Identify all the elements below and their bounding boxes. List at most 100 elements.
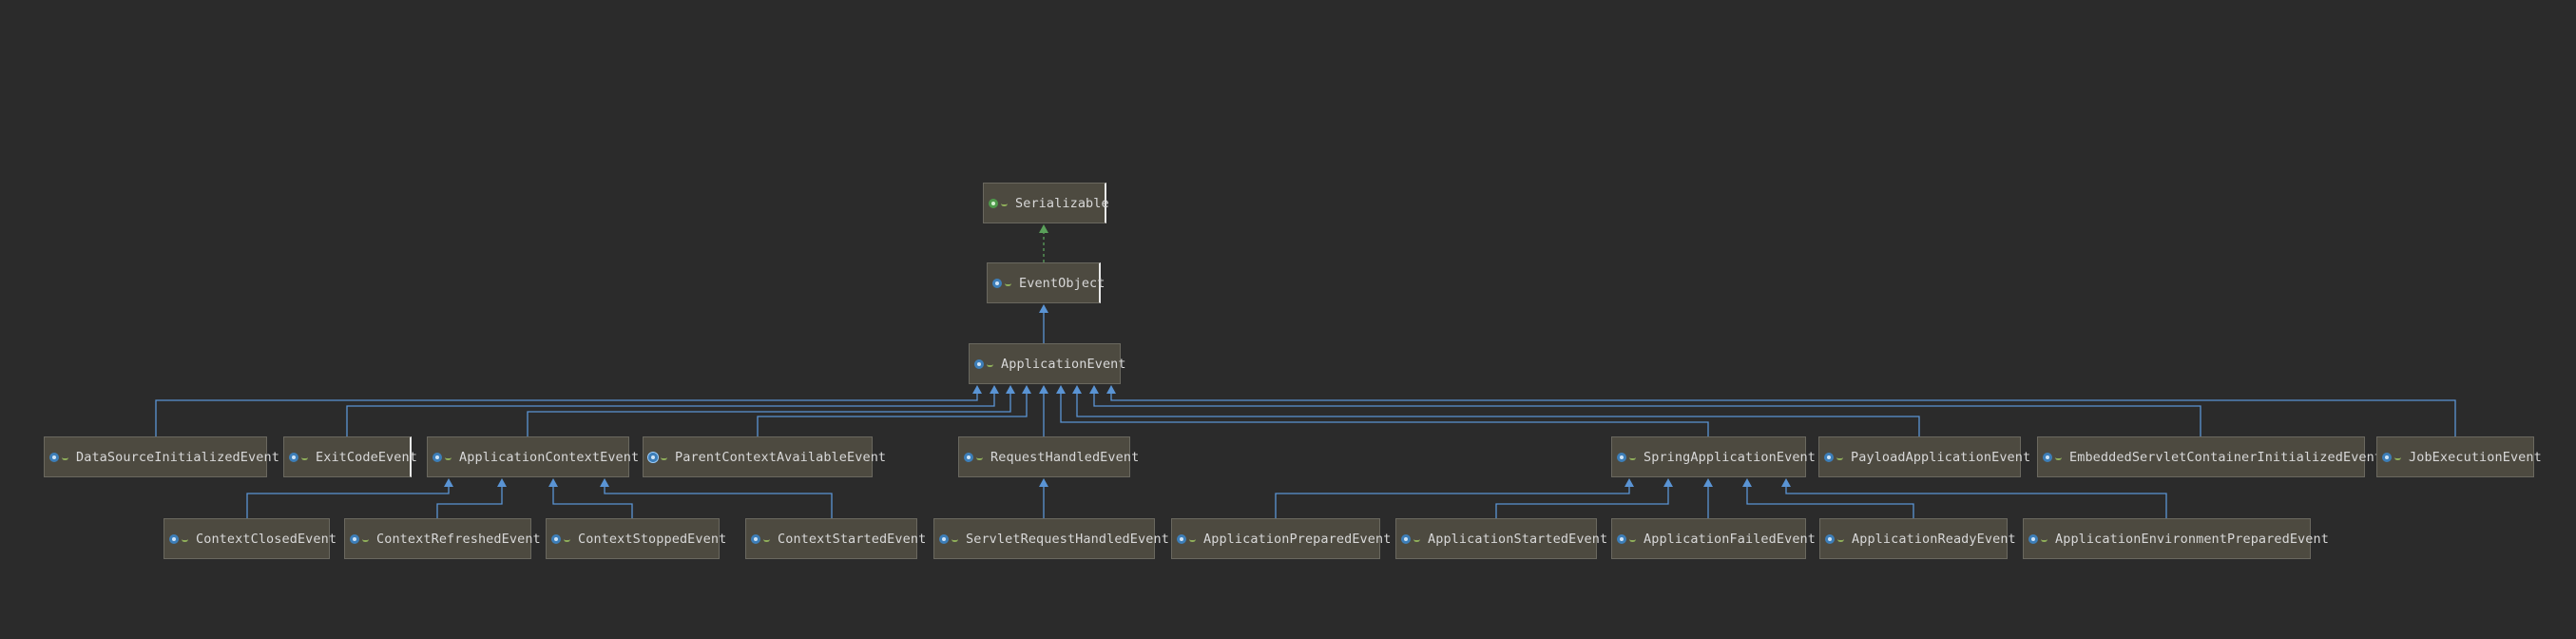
class-icon: [1617, 533, 1626, 544]
class-node-applicationevent[interactable]: ApplicationEvent: [969, 343, 1126, 384]
edge-requesthandledevent-to-applicationevent: [1039, 385, 1048, 436]
class-icon: [1401, 533, 1411, 544]
edge-exitcodeevent-to-applicationevent: [346, 385, 999, 436]
edge-eventobject-to-serializable: [1039, 224, 1048, 262]
class-name-label: ApplicationEvent: [1001, 356, 1126, 372]
public-modifier-icon: [1629, 455, 1636, 460]
class-icon: [2382, 452, 2392, 462]
public-modifier-icon: [182, 536, 188, 542]
class-node-applicationpreparedevent[interactable]: ApplicationPreparedEvent: [1171, 518, 1391, 559]
public-modifier-icon: [952, 536, 958, 542]
class-name-label: ApplicationEnvironmentPreparedEvent: [2055, 531, 2329, 547]
edge-payloadapplicationevent-to-applicationevent: [1072, 385, 1920, 436]
edge-contextstoppedevent-to-applicationcontextevent: [548, 478, 633, 518]
class-icon: [551, 533, 561, 544]
class-icon: [169, 533, 179, 544]
class-name-label: ContextClosedEvent: [196, 531, 337, 547]
public-modifier-icon: [661, 455, 667, 460]
edge-applicationevent-to-eventobject: [1039, 304, 1048, 343]
class-node-datasourceinitializedevent[interactable]: DataSourceInitializedEvent: [44, 436, 279, 477]
public-modifier-icon: [1413, 536, 1420, 542]
public-modifier-icon: [1001, 201, 1008, 206]
interface-icon: [989, 198, 998, 208]
class-name-label: RequestHandledEvent: [990, 449, 1140, 465]
class-node-contextstoppedevent[interactable]: ContextStoppedEvent: [546, 518, 726, 559]
edge-applicationreadyevent-to-springapplicationevent: [1742, 478, 1914, 518]
class-node-embeddedservletcontainerinitializedevent[interactable]: EmbeddedServletContainerInitializedEvent: [2037, 436, 2382, 477]
public-modifier-icon: [362, 536, 369, 542]
class-name-label: ParentContextAvailableEvent: [675, 449, 887, 465]
class-name-label: ServletRequestHandledEvent: [966, 531, 1169, 547]
class-name-label: ContextRefreshedEvent: [376, 531, 541, 547]
class-icon: [49, 452, 59, 462]
edge-applicationstartedevent-to-springapplicationevent: [1495, 478, 1673, 518]
public-modifier-icon: [62, 455, 68, 460]
class-node-payloadapplicationevent[interactable]: PayloadApplicationEvent: [1818, 436, 2030, 477]
class-node-requesthandledevent[interactable]: RequestHandledEvent: [958, 436, 1139, 477]
class-node-contextrefreshedevent[interactable]: ContextRefreshedEvent: [344, 518, 541, 559]
class-name-label: PayloadApplicationEvent: [1851, 449, 2031, 465]
class-node-eventobject[interactable]: EventObject: [987, 262, 1105, 303]
edge-applicationenvironmentpreparedevent-to-springapplicationevent: [1781, 478, 2167, 518]
edge-contextclosedevent-to-applicationcontextevent: [246, 478, 453, 518]
class-icon: [974, 358, 984, 369]
edge-embeddedservletcontainerinitializedevent-to-applicationevent: [1089, 385, 2201, 436]
class-node-jobexecutionevent[interactable]: JobExecutionEvent: [2376, 436, 2542, 477]
class-node-exitcodeevent[interactable]: ExitCodeEvent: [283, 436, 417, 477]
class-icon: [1825, 533, 1835, 544]
class-icon: [350, 533, 359, 544]
public-modifier-icon: [445, 455, 452, 460]
edge-servletrequesthandledevent-to-requesthandledevent: [1039, 478, 1048, 518]
class-icon: [751, 533, 760, 544]
class-name-label: ApplicationFailedEvent: [1644, 531, 1817, 547]
public-modifier-icon: [564, 536, 570, 542]
public-modifier-icon: [1189, 536, 1196, 542]
class-name-label: ApplicationPreparedEvent: [1203, 531, 1392, 547]
class-icon: [939, 533, 949, 544]
public-modifier-icon: [1629, 536, 1636, 542]
class-name-label: SpringApplicationEvent: [1644, 449, 1817, 465]
class-node-parentcontextavailableevent[interactable]: ParentContextAvailableEvent: [643, 436, 886, 477]
edge-contextrefreshedevent-to-applicationcontextevent: [436, 478, 507, 518]
class-name-label: Serializable: [1015, 195, 1109, 211]
edge-parentcontextavailableevent-to-applicationevent: [757, 385, 1031, 436]
class-name-label: ContextStoppedEvent: [578, 531, 727, 547]
public-modifier-icon: [2394, 455, 2401, 460]
class-icon: [1177, 533, 1186, 544]
class-node-servletrequesthandledevent[interactable]: ServletRequestHandledEvent: [933, 518, 1169, 559]
class-node-applicationfailedevent[interactable]: ApplicationFailedEvent: [1611, 518, 1816, 559]
class-node-applicationreadyevent[interactable]: ApplicationReadyEvent: [1819, 518, 2016, 559]
edge-datasourceinitializedevent-to-applicationevent: [155, 385, 982, 436]
public-modifier-icon: [1837, 536, 1844, 542]
class-name-label: EventObject: [1019, 275, 1105, 291]
class-icon: [2028, 533, 2038, 544]
class-node-applicationcontextevent[interactable]: ApplicationContextEvent: [427, 436, 639, 477]
class-name-label: ApplicationContextEvent: [459, 449, 640, 465]
class-icon: [992, 278, 1002, 288]
class-name-label: ApplicationReadyEvent: [1852, 531, 2016, 547]
class-node-serializable[interactable]: Serializable: [983, 183, 1109, 223]
edge-applicationcontextevent-to-applicationevent: [527, 385, 1015, 436]
class-name-label: ContextStartedEvent: [778, 531, 927, 547]
class-name-label: EmbeddedServletContainerInitializedEvent: [2069, 449, 2383, 465]
class-node-contextclosedevent[interactable]: ContextClosedEvent: [163, 518, 336, 559]
class-name-label: JobExecutionEvent: [2409, 449, 2542, 465]
class-node-applicationstartedevent[interactable]: ApplicationStartedEvent: [1395, 518, 1607, 559]
class-node-contextstartedevent[interactable]: ContextStartedEvent: [745, 518, 926, 559]
public-modifier-icon: [301, 455, 308, 460]
class-name-label: ApplicationStartedEvent: [1428, 531, 1608, 547]
class-node-applicationenvironmentpreparedevent[interactable]: ApplicationEnvironmentPreparedEvent: [2023, 518, 2329, 559]
class-name-label: ExitCodeEvent: [316, 449, 417, 465]
class-icon: [964, 452, 973, 462]
public-modifier-icon: [987, 361, 993, 367]
edge-applicationfailedevent-to-springapplicationevent: [1703, 478, 1713, 518]
class-icon: [1824, 452, 1834, 462]
edge-jobexecutionevent-to-applicationevent: [1106, 385, 2456, 436]
public-modifier-icon: [1836, 455, 1843, 460]
public-modifier-icon: [2055, 455, 2062, 460]
class-icon: [2043, 452, 2052, 462]
class-node-springapplicationevent[interactable]: SpringApplicationEvent: [1611, 436, 1816, 477]
edge-contextstartedevent-to-applicationcontextevent: [600, 478, 833, 518]
